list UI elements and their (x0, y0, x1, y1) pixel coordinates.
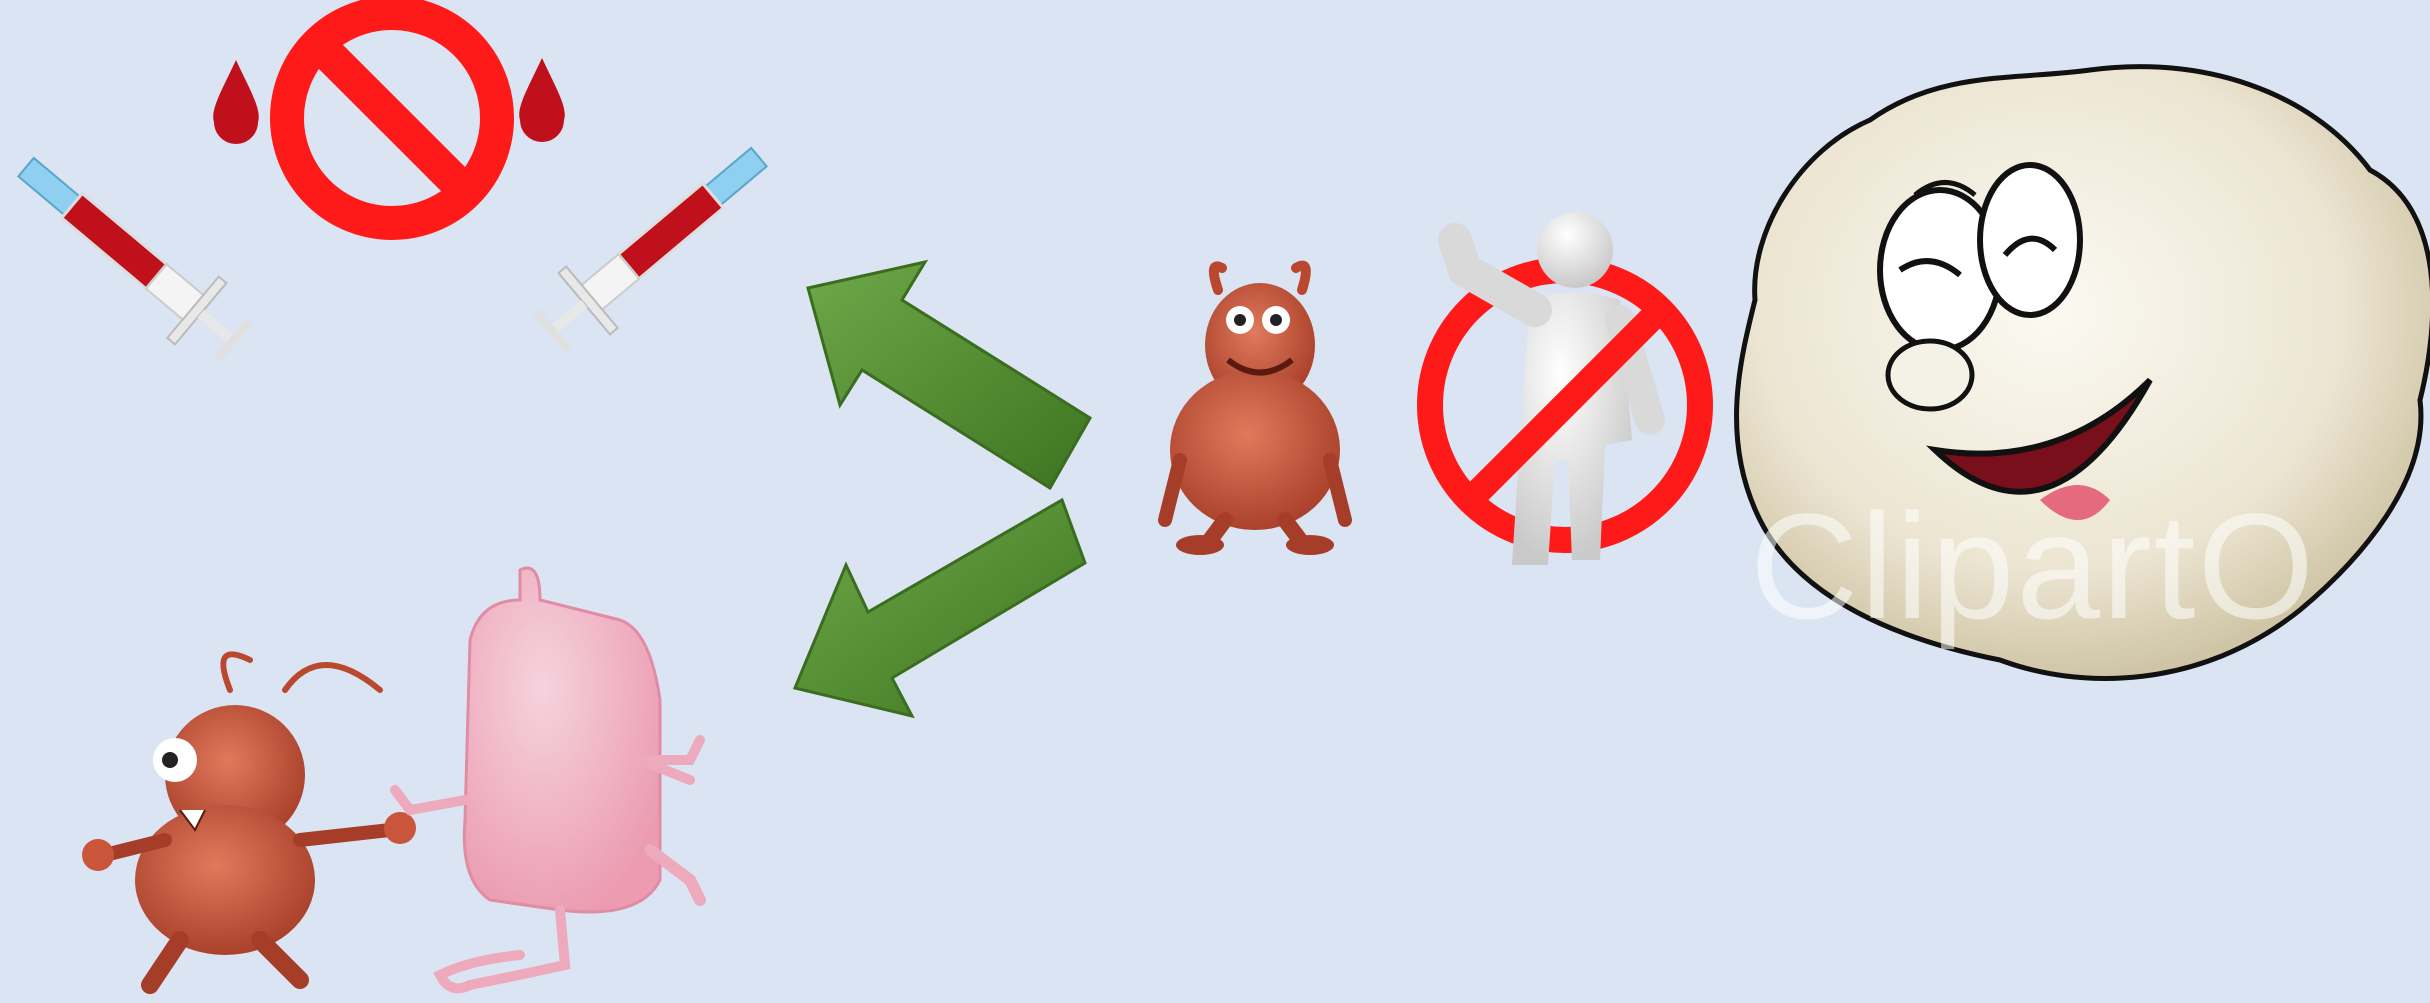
condom-character-icon (395, 568, 700, 988)
arrow-down-left-icon (795, 500, 1085, 716)
germ-running-icon (82, 654, 416, 985)
person-stop-no-sign-icon (1430, 212, 1700, 565)
blood-drop-left-icon (213, 60, 259, 144)
germ-small-icon (1165, 266, 1345, 555)
no-sign-top-icon (287, 13, 497, 223)
blood-drop-right-icon (519, 58, 565, 142)
syringe-right-icon (523, 127, 784, 364)
syringe-left-icon (0, 137, 261, 374)
arrow-up-left-icon (808, 262, 1090, 488)
watermark-text: ClipartO (1750, 480, 2316, 653)
